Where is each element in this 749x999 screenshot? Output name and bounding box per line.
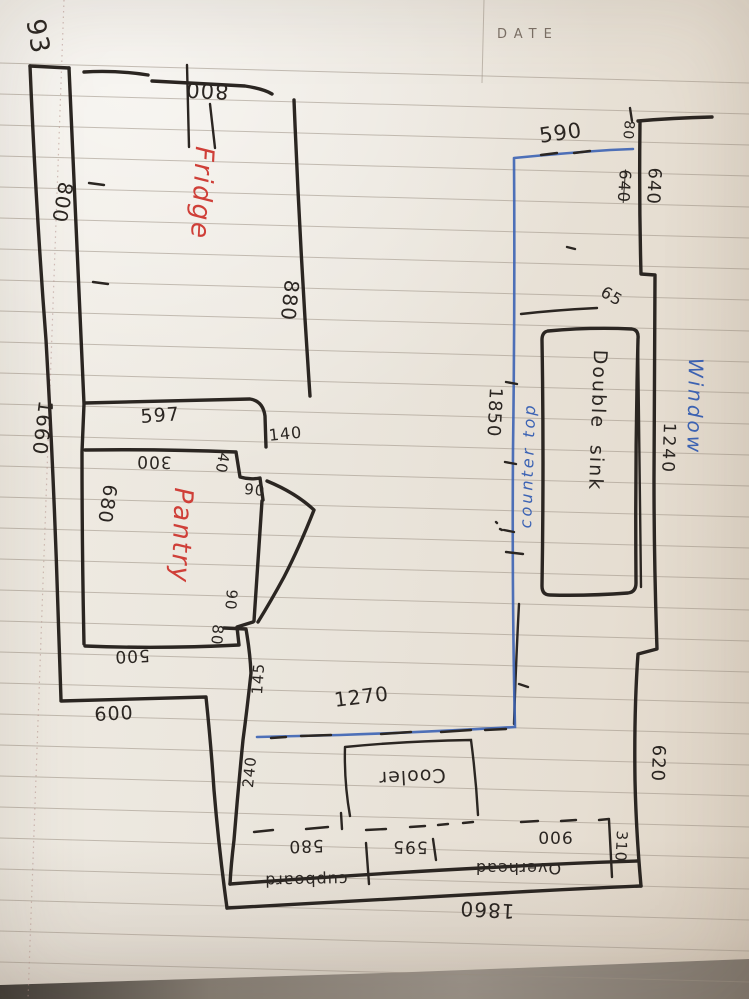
dim-ticks-800-top	[185, 63, 217, 150]
dim-1660: 1660	[27, 399, 58, 457]
dim-640: 640	[642, 167, 665, 206]
ruled-lines	[0, 62, 749, 983]
dim-900: 900	[537, 826, 573, 847]
page-number: 93	[19, 16, 56, 57]
left-inner-wall	[67, 66, 86, 646]
dim-620: 620	[646, 744, 669, 783]
dim-500: 500	[113, 644, 151, 667]
cupboard-dividers	[364, 818, 614, 886]
counter-top-label: counter top	[516, 402, 540, 529]
right-wall	[633, 120, 659, 888]
fridge-right-wall	[292, 98, 312, 398]
cupboard-line	[228, 859, 639, 886]
dim-1860: 1860	[458, 896, 516, 924]
pantry-right-wall	[252, 499, 264, 623]
cooler-outline	[343, 738, 480, 818]
passage-wall	[59, 695, 229, 910]
double-sink-label: Double sink	[584, 349, 611, 492]
dim-1240: 1240	[657, 422, 679, 475]
fridge-bottom-wall	[83, 397, 268, 449]
dim-595: 595	[392, 836, 428, 857]
dim-90-lower: 90	[221, 588, 241, 612]
cooler-label: Cooler	[377, 763, 447, 790]
dim-40: 40	[211, 451, 233, 476]
dim-300: 300	[136, 451, 172, 472]
counter-top-line	[255, 147, 635, 739]
dim-140: 140	[267, 422, 304, 445]
dim-800-left: 800	[47, 180, 78, 225]
bottom-wall	[225, 884, 643, 910]
top-left-corner	[28, 64, 71, 70]
cupboard-label: cupboard	[264, 870, 348, 891]
left-outer-wall	[28, 64, 63, 702]
fridge-label: Fridge	[184, 145, 219, 241]
date-separator-line	[481, 0, 485, 84]
dim-597: 597	[139, 403, 181, 428]
pantry-bottom-wall	[83, 620, 255, 649]
pantry-label: Pantry	[164, 487, 198, 585]
dim-145: 145	[248, 662, 269, 696]
dim-80-lower: 80	[207, 623, 227, 647]
dim-590: 590	[537, 118, 584, 148]
date-header: DATE	[497, 27, 559, 42]
pantry-step-wall	[222, 626, 253, 886]
pantry-top-wall	[83, 448, 265, 502]
shelf-dashes	[252, 811, 611, 834]
counter-hatch-dashes	[269, 149, 592, 740]
dim-1850: 1850	[482, 387, 506, 438]
pantry-bay-wall	[256, 479, 316, 624]
dim-800-top: 800	[184, 77, 230, 104]
dim-640-crossed: 640	[613, 168, 635, 204]
dim-600: 600	[93, 701, 135, 726]
dim-90-upper: 90	[243, 480, 267, 501]
sink-outline	[540, 326, 640, 597]
dim-80-top: 80	[619, 119, 637, 141]
dim-1270: 1270	[332, 681, 391, 712]
small-ticks	[87, 106, 634, 689]
dim-580: 580	[287, 834, 325, 857]
dim-880: 880	[275, 278, 304, 323]
dim-310: 310	[611, 830, 631, 863]
top-right-wall	[636, 115, 714, 123]
overhead-label: Overhead	[474, 859, 562, 878]
window-label: Window	[682, 357, 708, 456]
dim-240: 240	[239, 755, 261, 789]
top-wall	[82, 69, 274, 96]
counter-divider	[519, 306, 599, 316]
dim-680: 680	[93, 482, 121, 526]
